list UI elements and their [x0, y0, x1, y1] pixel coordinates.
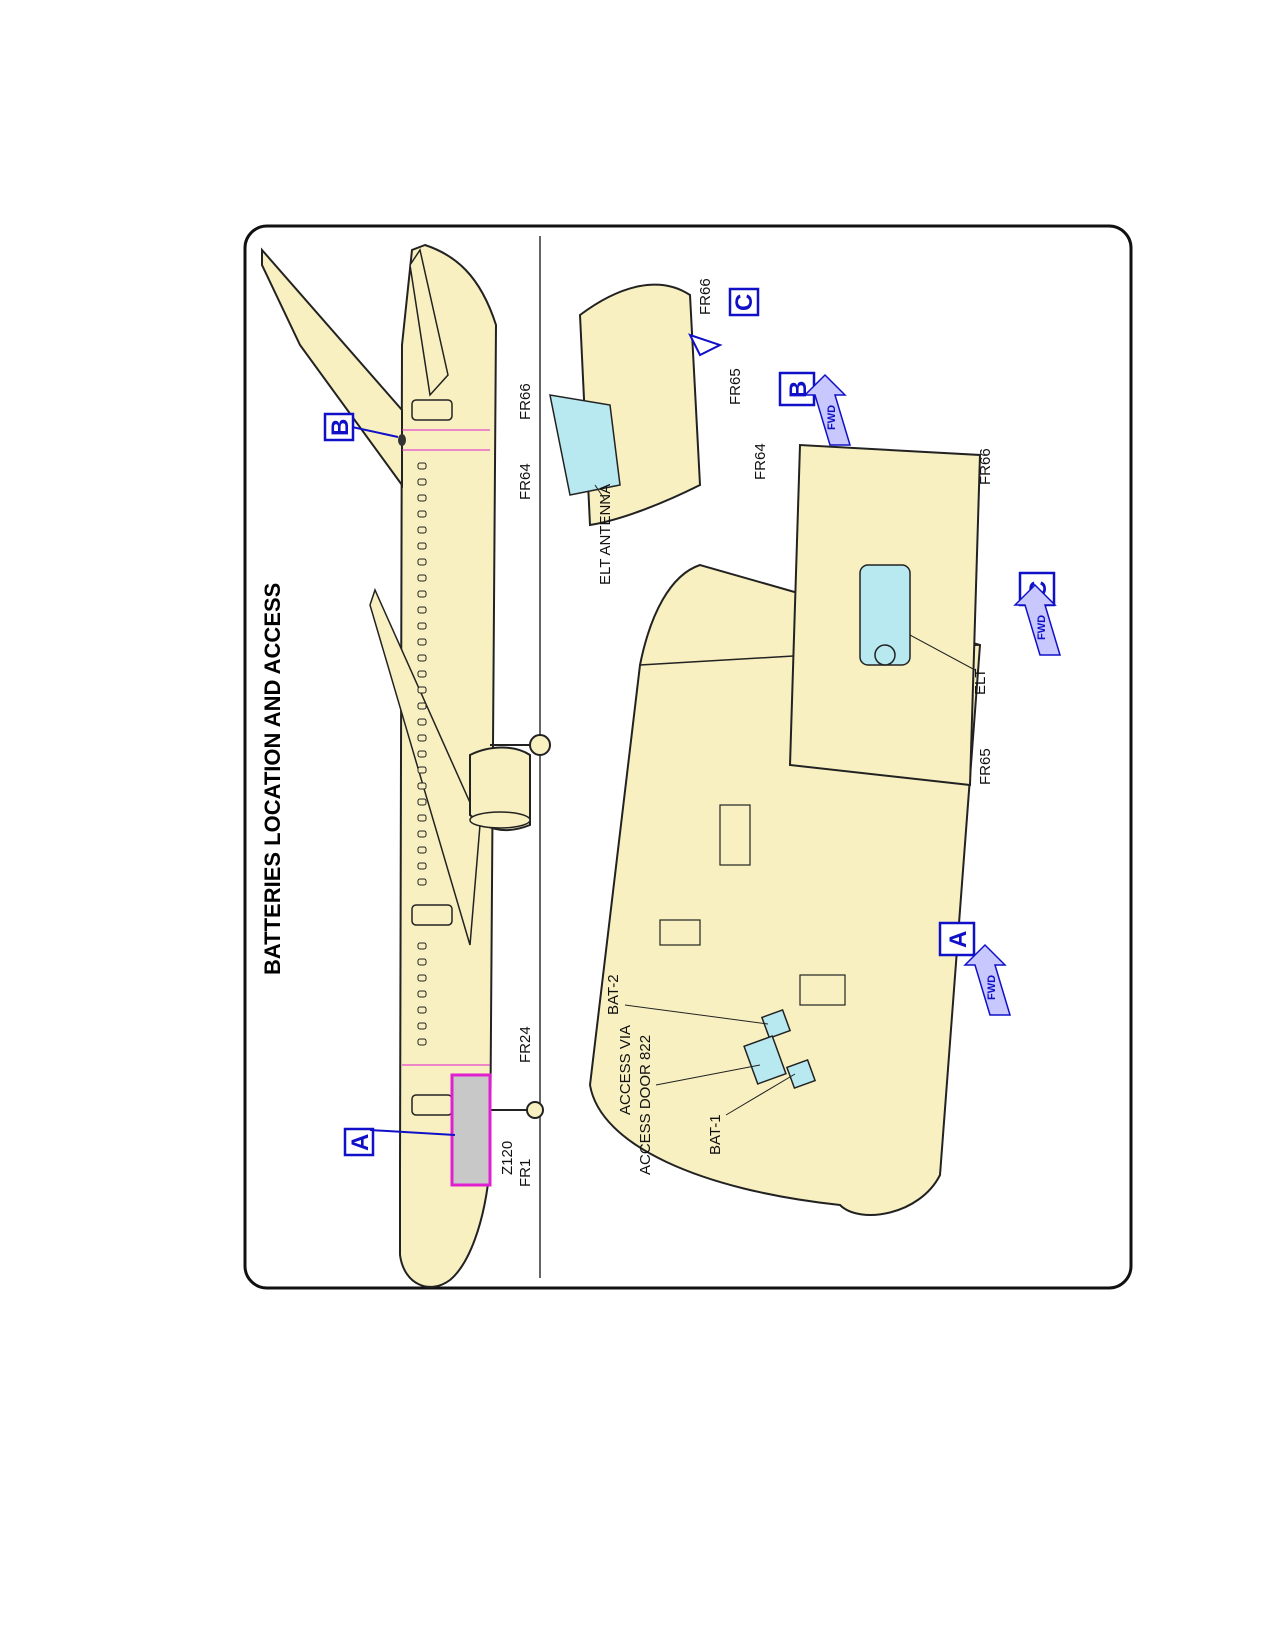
passenger-window	[417, 558, 427, 566]
view-b-frame-fr65: FR65	[727, 368, 744, 405]
passenger-window	[417, 766, 427, 774]
elt-antenna-marker	[398, 434, 406, 446]
view-b-callout: B	[785, 381, 812, 398]
passenger-window	[417, 654, 427, 662]
passenger-window	[417, 606, 427, 614]
battery-bat-1	[785, 1058, 817, 1090]
internal-box-1	[799, 974, 846, 1006]
callout-b: B	[327, 419, 354, 436]
access-zone-z120	[450, 1073, 492, 1187]
horizontal-stabilizer	[409, 248, 449, 397]
label-bat-2: BAT-2	[605, 974, 622, 1015]
passenger-window	[417, 878, 427, 886]
label-elt-antenna: ELT ANTENNA	[597, 484, 614, 585]
nose-gear-wheel	[526, 1101, 544, 1119]
zone-label-z120: Z120	[499, 1141, 516, 1175]
view-b-ref-callout-box	[728, 287, 760, 317]
passenger-window	[417, 478, 427, 486]
passenger-window	[417, 942, 427, 950]
view-a-callout: A	[945, 931, 972, 948]
passenger-window	[417, 990, 427, 998]
view-b-elt-antenna: ELT ANTENNA FR66 FR65 FR64 C B FWD	[549, 278, 852, 585]
passenger-window	[417, 862, 427, 870]
passenger-window	[417, 958, 427, 966]
vertical-tail	[261, 247, 403, 489]
frame-label-fr66: FR66	[517, 383, 534, 420]
view-b-frame-fr66: FR66	[697, 278, 714, 315]
view-c-fwd-text: FWD	[1036, 615, 1048, 640]
view-b-fwd-arrow	[803, 373, 852, 446]
forward-door	[411, 1094, 453, 1116]
frame-label-fr64: FR64	[517, 463, 534, 500]
view-b-frame-fr64: FR64	[752, 443, 769, 480]
passenger-window	[417, 814, 427, 822]
view-a-callout-box	[938, 921, 976, 957]
leader-bat-2	[624, 1004, 769, 1025]
frame-label-fr1: FR1	[517, 1159, 534, 1187]
passenger-window	[417, 510, 427, 518]
aircraft-side-view: FR1 FR24 FR64 FR66 Z120 A B	[261, 243, 551, 1288]
passenger-window	[417, 1038, 427, 1046]
passenger-window	[417, 974, 427, 982]
view-b-view-arrow	[688, 333, 723, 357]
engine-intake	[469, 811, 531, 829]
passenger-window	[417, 750, 427, 758]
view-a-fwd-text: FWD	[986, 975, 998, 1000]
label-access-door-822: ACCESS DOOR 822	[637, 1035, 654, 1175]
frame-label-fr24: FR24	[517, 1026, 534, 1063]
passenger-window	[417, 830, 427, 838]
access-door-822	[743, 1035, 787, 1085]
callout-b-leader	[351, 426, 399, 438]
callout-a-leader	[369, 1129, 456, 1136]
passenger-window	[417, 526, 427, 534]
diagram-title: BATTERIES LOCATION AND ACCESS	[260, 583, 285, 975]
passenger-window	[417, 798, 427, 806]
passenger-window	[417, 686, 427, 694]
view-a-fwd-arrow	[963, 943, 1012, 1016]
passenger-window	[417, 670, 427, 678]
passenger-window	[417, 542, 427, 550]
callout-box-a	[343, 1127, 375, 1157]
leader-access-door	[655, 1064, 761, 1086]
view-c-elt-unit: ELT FR66 FR65 C FWD	[788, 443, 1062, 787]
leader-elt-antenna	[594, 484, 606, 501]
overwing-door	[411, 904, 453, 926]
passenger-window	[417, 846, 427, 854]
internal-box-2	[659, 919, 701, 946]
view-c-fwd-arrow	[1013, 583, 1062, 656]
view-c-frame-fr65: FR65	[977, 748, 994, 785]
label-access-via: ACCESS VIA	[617, 1025, 634, 1115]
callout-a: A	[347, 1134, 374, 1151]
passenger-window	[417, 702, 427, 710]
passenger-window	[417, 782, 427, 790]
view-b-fwd-text: FWD	[826, 405, 838, 430]
label-elt: ELT	[972, 669, 989, 695]
leader-bat-1	[725, 1073, 796, 1116]
passenger-window	[417, 1006, 427, 1014]
aft-door	[411, 399, 453, 421]
rotated-sheet: BATTERIES LOCATION AND ACCESS	[260, 243, 1062, 1288]
passenger-windows	[417, 462, 427, 1046]
elt-antenna-blade	[549, 394, 621, 496]
view-b-ref-callout: C	[731, 294, 758, 311]
internal-box-3	[719, 804, 751, 866]
passenger-window	[417, 638, 427, 646]
passenger-window	[417, 622, 427, 630]
passenger-window	[417, 718, 427, 726]
main-gear-wheel	[529, 734, 551, 756]
view-c-frame-fr66: FR66	[977, 448, 994, 485]
passenger-window	[417, 574, 427, 582]
passenger-window	[417, 494, 427, 502]
leader-elt	[909, 634, 976, 671]
passenger-window	[417, 590, 427, 598]
label-bat-1: BAT-1	[707, 1114, 724, 1155]
battery-bat-2	[760, 1008, 792, 1040]
passenger-window	[417, 462, 427, 470]
passenger-window	[417, 734, 427, 742]
elt-connector	[874, 644, 896, 666]
passenger-window	[417, 1022, 427, 1030]
